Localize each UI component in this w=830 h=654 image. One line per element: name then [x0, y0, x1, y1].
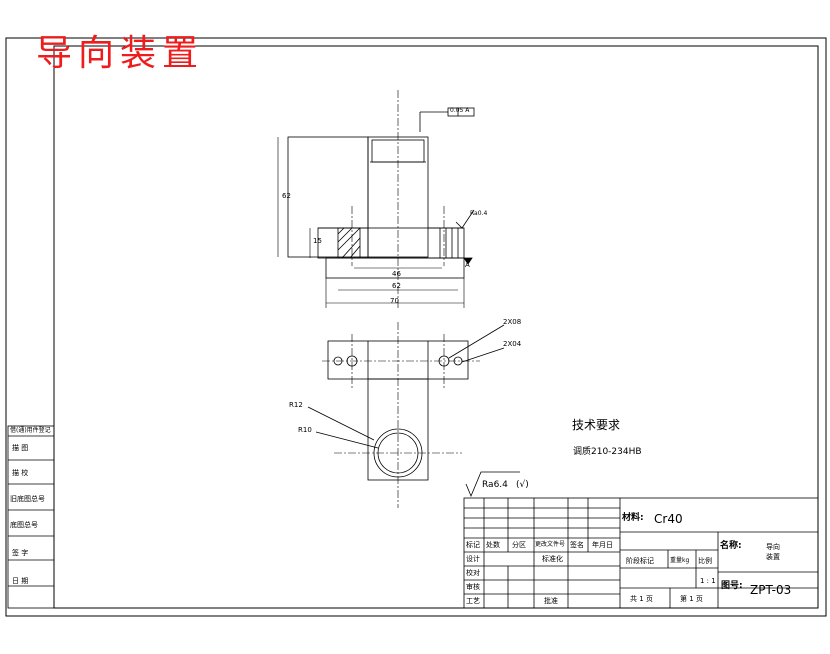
stage-mark-label: 阶段标记 [626, 557, 654, 565]
material-label: 材料: [622, 513, 644, 523]
scale-value: 1 : 1 [700, 577, 716, 585]
header-col-mark: 标记 [466, 541, 480, 549]
proof-label: 校对 [466, 569, 480, 577]
tolerance-frame-label: 0.05 A [450, 107, 470, 114]
sheets-total: 共 1 页 [630, 595, 653, 603]
front-view [287, 107, 475, 279]
side-table [7, 425, 55, 609]
side-table-row-4: 底图总号 [10, 521, 38, 529]
approve-label: 批准 [544, 597, 558, 605]
side-table-row-0: 借(通)用件登记 [10, 427, 51, 434]
dim-height-62: 62 [282, 192, 291, 200]
header-col-count: 处数 [486, 541, 500, 549]
front-centerlines [351, 90, 445, 310]
title-block-grid [463, 497, 819, 609]
drawing-no-label: 图号: [721, 581, 743, 591]
roughness-symbol [465, 471, 520, 498]
top-view [307, 324, 505, 481]
design-label: 设计 [466, 555, 480, 563]
process-label: 工艺 [466, 597, 480, 605]
side-table-row-1: 描 图 [12, 444, 29, 452]
inner-border [53, 45, 819, 609]
side-table-row-2: 描 校 [12, 469, 29, 477]
dim-width-62: 62 [392, 282, 401, 290]
tech-req-hardness: 调质210-234HB [573, 447, 642, 457]
dim-radius-10: R10 [298, 426, 312, 434]
side-table-row-5: 签 字 [12, 549, 29, 557]
header-col-sign: 签名 [570, 541, 584, 549]
header-col-date: 年月日 [592, 541, 613, 549]
side-table-row-3: 旧底图总号 [10, 495, 45, 503]
roughness-label: Ra6.4 [482, 480, 508, 490]
header-col-change-doc: 更改文件号 [535, 541, 566, 548]
datum-label: A [465, 261, 470, 269]
top-centerlines [322, 322, 480, 508]
outer-border [5, 37, 827, 617]
front-dimensions [277, 137, 465, 308]
material-value: Cr40 [654, 512, 683, 526]
side-table-row-6: 日 期 [12, 577, 29, 585]
dim-width-46: 46 [392, 270, 401, 278]
header-col-zone: 分区 [512, 541, 526, 549]
dim-height-15: 15 [313, 237, 322, 245]
tech-req-heading: 技术要求 [572, 418, 621, 432]
dim-holes-2x8: 2X08 [503, 318, 522, 326]
review-label: 审核 [466, 583, 480, 591]
drawing-title: 导向装置 [36, 33, 205, 74]
name-value-2: 装置 [766, 553, 780, 561]
name-label: 名称: [720, 541, 742, 551]
name-value-1: 导向 [766, 543, 780, 551]
dim-radius-12: R12 [289, 401, 303, 409]
dim-holes-2x4: 2X04 [503, 340, 522, 348]
dim-width-70: 70 [390, 297, 399, 305]
sheet-no: 第 1 页 [680, 595, 703, 603]
surface-note: Ra0.4 [470, 210, 488, 217]
scale-label: 比例 [698, 557, 712, 565]
roughness-paren: (√) [516, 480, 529, 490]
drawing-no-value: ZPT-03 [750, 583, 792, 597]
weight-label: 重量kg [670, 557, 690, 564]
standard-label: 标准化 [542, 555, 563, 563]
